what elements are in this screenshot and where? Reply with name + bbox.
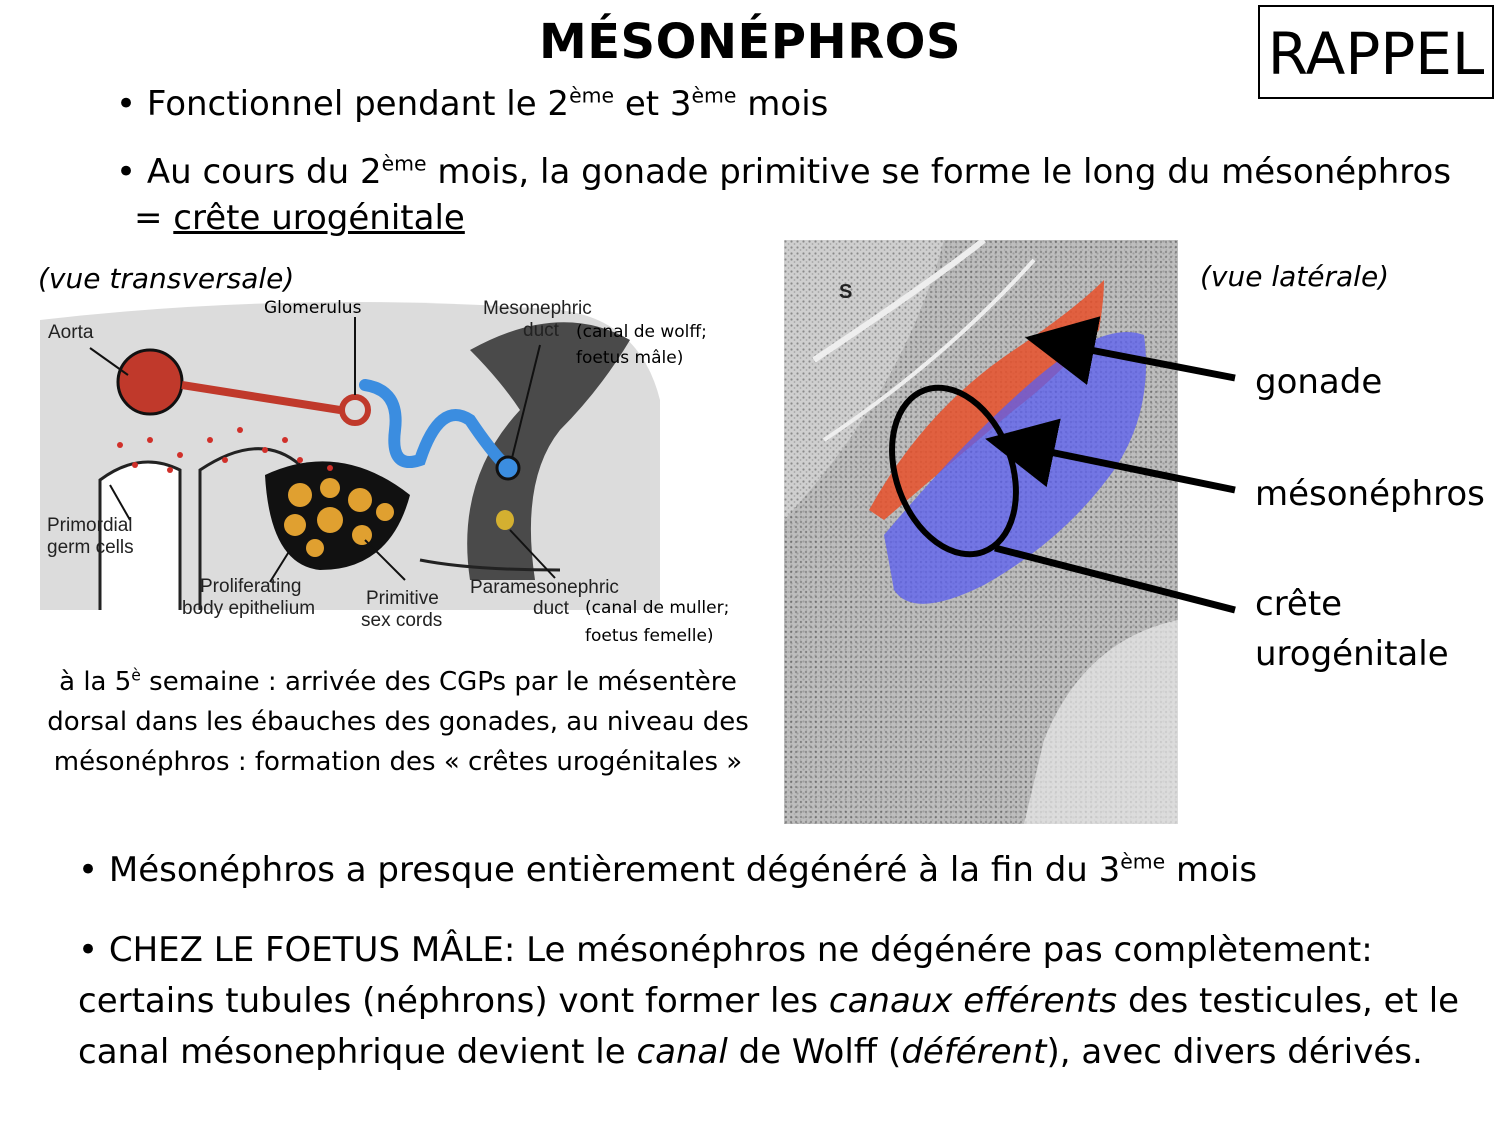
caption-sup: è bbox=[131, 666, 141, 685]
label-muller-1: (canal de muller; bbox=[585, 598, 730, 618]
label-gonade: gonade bbox=[1255, 362, 1383, 402]
aorta-shape bbox=[116, 348, 184, 416]
rappel-badge: RAPPEL bbox=[1258, 5, 1494, 99]
bullet-gonad-formation: • Au cours du 2ème mois, la gonade primi… bbox=[116, 152, 1451, 192]
bullet-male-fetus: • CHEZ LE FOETUS MÂLE: Le mésonéphros ne… bbox=[78, 925, 1468, 1078]
label-crete-2: urogénitale bbox=[1255, 634, 1449, 674]
bullet2-text-a: • Au cours du 2 bbox=[116, 152, 382, 192]
line-crete bbox=[994, 544, 1236, 614]
label-mesonephros: mésonéphros bbox=[1255, 474, 1485, 514]
bullet-functional: • Fonctionnel pendant le 2ème et 3ème mo… bbox=[116, 84, 828, 124]
transverse-section-diagram bbox=[40, 302, 660, 610]
label-paramesonephric-1: Paramesonephric bbox=[470, 577, 619, 598]
bullet1-text-a: • Fonctionnel pendant le 2 bbox=[116, 84, 570, 124]
bullet-degeneration: • Mésonéphros a presque entièrement dégé… bbox=[78, 850, 1257, 890]
annotation-arrows bbox=[985, 316, 1236, 614]
bullet4-text-d: ), avec divers dérivés. bbox=[1046, 1032, 1423, 1072]
label-primitive-1: Primitive bbox=[366, 588, 439, 609]
label-primordial-1: Primordial bbox=[47, 515, 133, 536]
bullet1-text-c: mois bbox=[736, 84, 829, 124]
bullet3-text-b: mois bbox=[1165, 850, 1258, 890]
label-primordial-2: germ cells bbox=[47, 537, 134, 558]
bullet3-text-a: • Mésonéphros a presque entièrement dégé… bbox=[78, 850, 1121, 890]
label-mesonephric-2: duct bbox=[523, 320, 559, 341]
view-lateral-label: (vue latérale) bbox=[1200, 260, 1390, 293]
label-prolif-2: body epithelium bbox=[182, 598, 316, 619]
view-transversal-label: (vue transversale) bbox=[38, 262, 295, 295]
histo-letter-s: S bbox=[839, 281, 852, 303]
label-primitive-2: sex cords bbox=[361, 610, 443, 631]
label-muller-2: foetus femelle) bbox=[585, 626, 714, 646]
bullet4-italic-1: canaux efférents bbox=[828, 981, 1118, 1021]
label-aorta: Aorta bbox=[48, 322, 94, 343]
caption-text-b: semaine : arrivée des CGPs par le mésent… bbox=[47, 667, 749, 777]
bullet4-text-a: • CHEZ LE FOETUS MÂLE: Le mésonéphros ne… bbox=[78, 930, 1373, 1021]
bullet2-text-b: mois, la gonade primitive se forme le lo… bbox=[426, 152, 1452, 192]
crete-urogenitale-underlined: crête urogénitale bbox=[173, 198, 465, 238]
bullet4-italic-2: canal bbox=[636, 1032, 728, 1072]
label-glomerulus: Glomerulus bbox=[264, 298, 362, 318]
label-wolff-2: foetus mâle) bbox=[576, 348, 684, 368]
bullet1-sup2: ème bbox=[691, 83, 737, 108]
bullet2-sup: ème bbox=[381, 151, 427, 176]
bullet1-text-b: et 3 bbox=[614, 84, 692, 124]
bullet1-sup1: ème bbox=[569, 83, 615, 108]
arrow-gonade bbox=[1025, 316, 1236, 386]
bullet4-text-c: de Wolff ( bbox=[727, 1032, 902, 1072]
caption-text-a: à la 5 bbox=[59, 667, 132, 697]
bullet-urogenital-ridge: = crête urogénitale bbox=[134, 198, 465, 238]
bullet2-eq: = bbox=[134, 198, 174, 238]
label-crete-1: crête bbox=[1255, 584, 1343, 624]
bullet3-sup: ème bbox=[1120, 849, 1166, 874]
bullet4-text-b: des testicules, et le canal mésonephriqu… bbox=[78, 981, 1460, 1072]
label-wolff-1: (canal de wolff; bbox=[576, 322, 707, 342]
diagram-caption: à la 5è semaine : arrivée des CGPs par l… bbox=[38, 662, 758, 782]
label-paramesonephric-2: duct bbox=[533, 598, 569, 619]
label-prolif-1: Proliferating bbox=[200, 576, 302, 597]
label-mesonephric-1: Mesonephric bbox=[483, 298, 592, 319]
page-title: MÉSONÉPHROS bbox=[538, 14, 962, 70]
bullet4-italic-3: déférent bbox=[901, 1032, 1047, 1072]
arrow-mesonephros bbox=[985, 418, 1236, 494]
